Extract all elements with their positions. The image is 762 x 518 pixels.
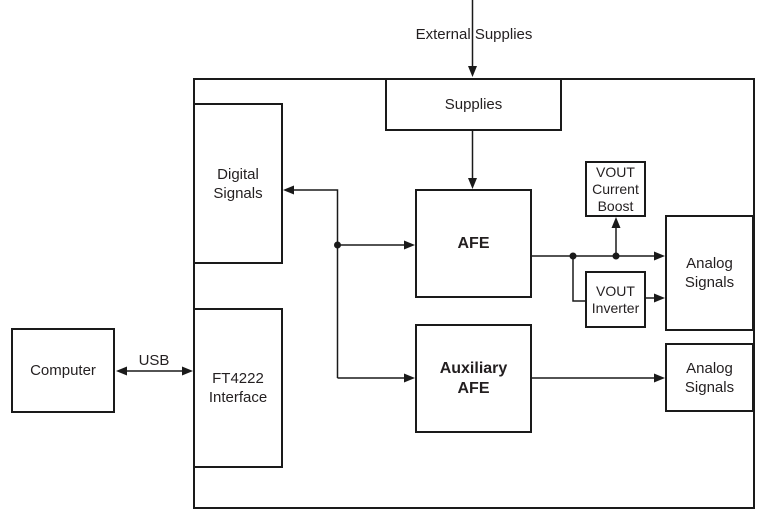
arrowhead-usb-left bbox=[116, 366, 127, 376]
block-label: FT4222 Interface bbox=[208, 370, 268, 406]
block-label: AFE bbox=[457, 234, 490, 252]
block-analog-signals-bottom: Analog Signals bbox=[665, 343, 754, 412]
block-vout-inverter: VOUT Inverter bbox=[585, 271, 646, 328]
block-label: Analog Signals bbox=[684, 255, 735, 291]
external-supplies-label: External Supplies bbox=[415, 26, 533, 43]
block-label: Digital Signals bbox=[213, 165, 263, 202]
block-computer: Computer bbox=[11, 328, 115, 413]
block-analog-signals-top: Analog Signals bbox=[665, 215, 754, 331]
block-label: Auxiliary AFE bbox=[439, 359, 508, 397]
block-supplies: Supplies bbox=[385, 78, 562, 131]
block-label: VOUT Inverter bbox=[591, 282, 640, 316]
arrowhead-usb-right bbox=[182, 366, 193, 376]
usb-label: USB bbox=[138, 352, 170, 369]
block-auxiliary-afe: Auxiliary AFE bbox=[415, 324, 532, 433]
block-afe: AFE bbox=[415, 189, 532, 298]
block-label: VOUT Current Boost bbox=[592, 163, 639, 214]
arrowhead-into-supplies bbox=[468, 66, 477, 77]
block-vout-current-boost: VOUT Current Boost bbox=[585, 161, 646, 217]
block-label: Computer bbox=[30, 362, 96, 379]
block-digital-signals: Digital Signals bbox=[193, 103, 283, 264]
block-label: Supplies bbox=[444, 96, 503, 113]
block-ft4222-interface: FT4222 Interface bbox=[193, 308, 283, 468]
block-label: Analog Signals bbox=[684, 359, 735, 396]
